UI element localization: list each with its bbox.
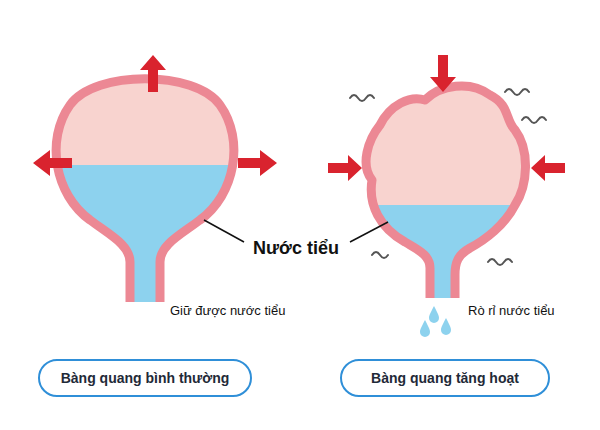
overactive-bladder <box>350 86 546 337</box>
bladder-wall <box>366 86 525 298</box>
spasm-squiggles <box>350 89 546 265</box>
urine-fill <box>40 165 250 305</box>
caption-text: Bàng quang tăng hoạt <box>371 370 519 386</box>
pressure-arrows <box>33 55 565 181</box>
caption-text: Bàng quang bình thường <box>61 370 230 386</box>
caption-pill: Bàng quang tăng hoạt <box>340 359 550 397</box>
caption-pill: Bàng quang bình thường <box>38 359 252 397</box>
leak-drops <box>420 306 451 337</box>
bladder-wall <box>56 79 234 302</box>
urine-fill <box>360 205 540 305</box>
normal-bladder <box>40 79 250 305</box>
status-label: Rò rỉ nước tiểu <box>468 303 555 318</box>
status-label: Giữ được nước tiểu <box>170 303 285 318</box>
urine-label: Nước tiểu <box>253 238 339 259</box>
